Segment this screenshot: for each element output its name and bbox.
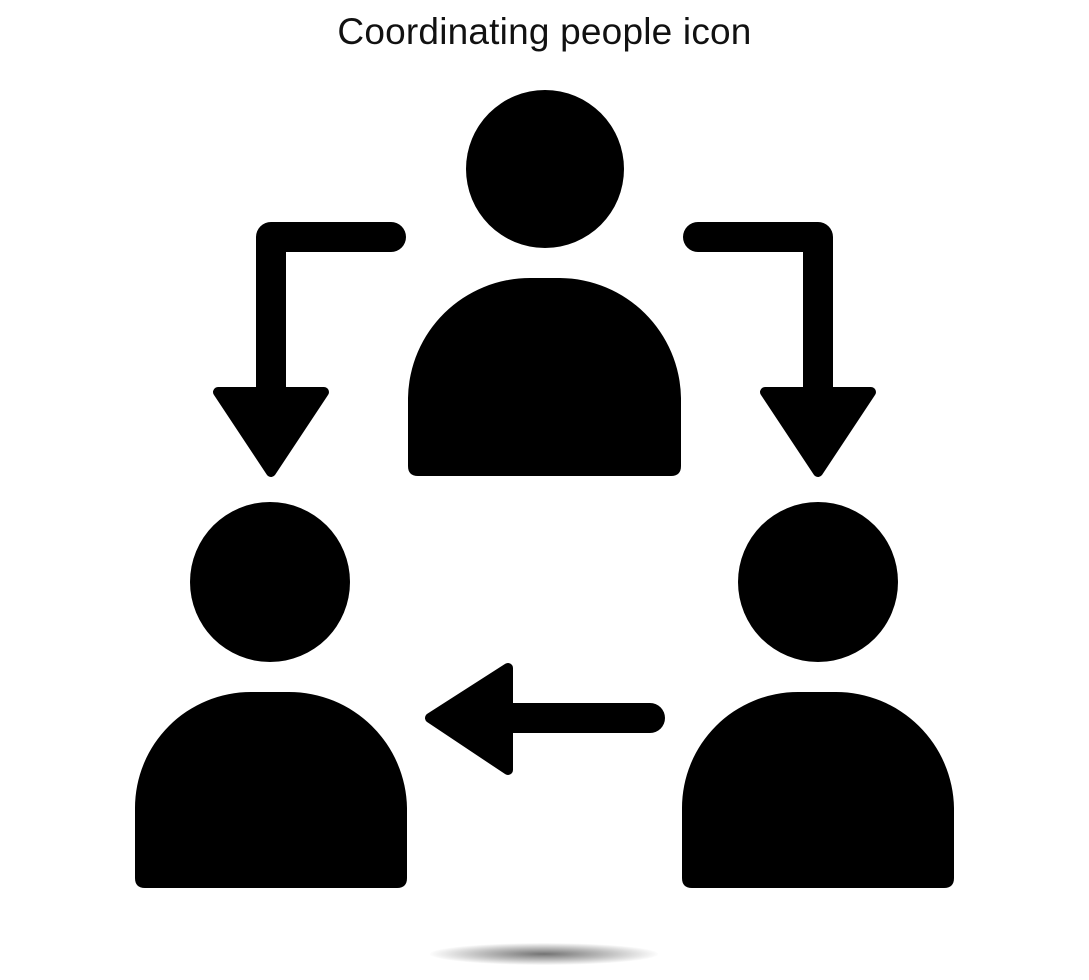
arrow-down-right-line	[683, 222, 833, 410]
person-left-head	[190, 502, 350, 662]
person-right-head	[738, 502, 898, 662]
person-top-body	[408, 278, 681, 476]
icon-title: Coordinating people icon	[337, 11, 752, 52]
person-right-body	[682, 692, 954, 888]
arrow-left-head	[425, 663, 513, 775]
person-left-icon	[135, 502, 407, 888]
arrow-down-left-icon	[213, 222, 406, 477]
ground-shadow	[430, 943, 658, 965]
person-top-head	[466, 90, 624, 248]
arrow-down-right-head	[760, 387, 876, 477]
arrow-down-right-icon	[683, 222, 876, 477]
person-right-icon	[682, 502, 954, 888]
person-left-body	[135, 692, 407, 888]
arrow-down-left-head	[213, 387, 329, 477]
arrow-down-left-line	[256, 222, 406, 410]
person-top-icon	[408, 90, 681, 476]
arrow-left-icon	[425, 663, 665, 775]
